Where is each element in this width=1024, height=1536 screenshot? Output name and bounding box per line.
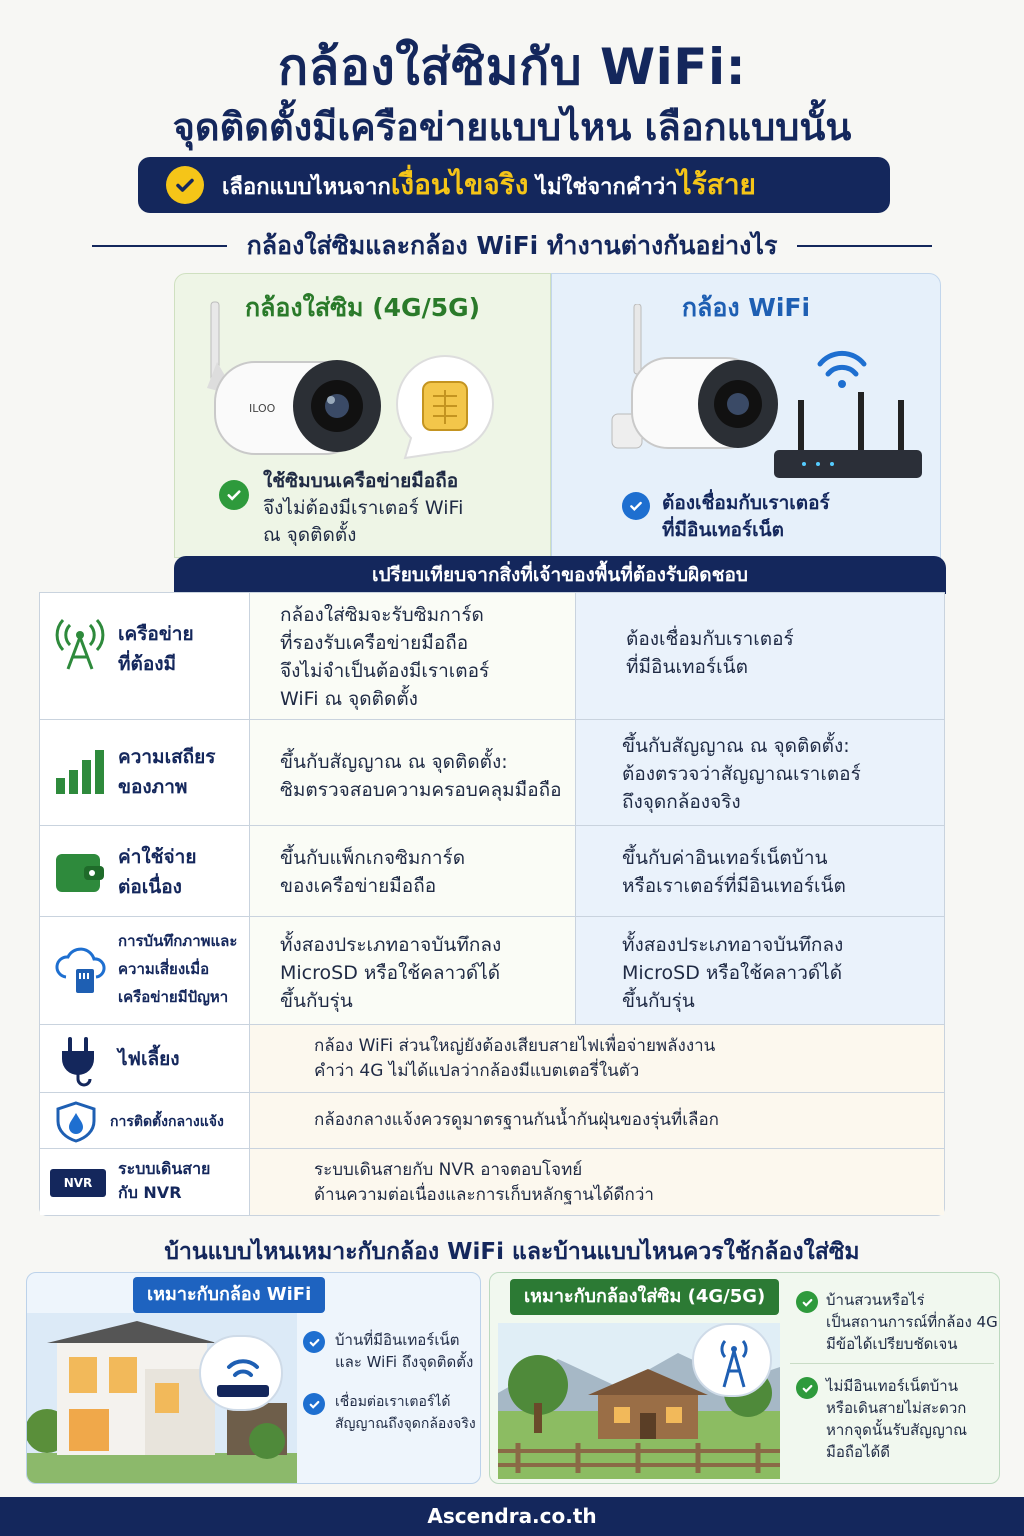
signal-tower-icon — [720, 1340, 748, 1388]
row-label-cell: การติดตั้งกลางแจ้ง — [40, 1093, 250, 1148]
signal-tower-icon — [55, 618, 105, 670]
table-row: ค่าใช้จ่าย ต่อเนื่อง ขึ้นกับแพ็กเกจซิมกา… — [40, 826, 944, 917]
wifi-card-title: กล้อง WiFi — [681, 293, 811, 322]
wifi-card-note: ต้องเชื่อมกับเราเตอร์ ที่มีอินเทอร์เน็ต — [622, 490, 830, 544]
svg-text:ILOO: ILOO — [249, 402, 276, 415]
row-label-cell: การบันทึกภาพและ ความเสี่ยงเมื่อ เครือข่า… — [40, 917, 250, 1024]
sim-card-note: ใช้ซิมบนเครือข่ายมือถือ จึงไม่ต้องมีเราเ… — [219, 468, 463, 549]
sim-suitability-panel: เหมาะกับกล้องใส่ซิม (4G/5G) บ้านสวนหรือไ… — [489, 1272, 1000, 1484]
row-label-cell: ค่าใช้จ่าย ต่อเนื่อง — [40, 826, 250, 916]
row-label-cell: ไฟเลี้ยง — [40, 1025, 250, 1092]
power-plug-icon — [62, 1037, 94, 1087]
wifi-cell: ทั้งสองประเภทอาจบันทึกลง MicroSD หรือใช้… — [576, 917, 944, 1024]
wifi-suitability-panel: เหมาะกับกล้อง WiFi บ้านที่มีอินเทอร์เน็ต… — [26, 1272, 481, 1484]
page-title: กล้องใส่ซิมกับ WiFi: — [277, 38, 747, 96]
sim-camera-card: กล้องใส่ซิม (4G/5G) ILOO ใช้ซิมบนเครือข่… — [174, 273, 551, 558]
wifi-camera-illustration — [611, 304, 922, 478]
merged-cell: กล้องกลางแจ้งควรดูมาตรฐานกันน้ำกันฝุ่นขอ… — [250, 1093, 944, 1148]
sim-cell: กล้องใส่ซิมจะรับซิมการ์ด ที่รองรับเครือข… — [250, 593, 576, 719]
sim-cell: ขึ้นกับสัญญาณ ณ จุดติดตั้ง: ซิมตรวจสอบคว… — [250, 720, 576, 825]
signal-bars-icon — [56, 750, 104, 794]
table-row: การบันทึกภาพและ ความเสี่ยงเมื่อ เครือข่า… — [40, 917, 944, 1025]
wifi-panel-item: เชื่อมต่อเราเตอร์ได้ สัญญาณถึงจุดกล้องจร… — [303, 1391, 476, 1435]
footer-site-link[interactable]: Ascendra.co.th — [0, 1497, 1024, 1536]
wifi-router-icon — [217, 1359, 269, 1397]
merged-cell: ระบบเดินสายกับ NVR อาจตอบโจทย์ ด้านความต… — [250, 1149, 944, 1215]
sim-panel-tag: เหมาะกับกล้องใส่ซิม (4G/5G) — [510, 1279, 780, 1315]
table-row: การติดตั้งกลางแจ้ง กล้องกลางแจ้งควรดูมาต… — [40, 1093, 944, 1149]
waterproof-shield-icon — [56, 1101, 96, 1143]
cloud-storage-icon — [55, 947, 106, 993]
check-icon — [622, 492, 650, 520]
sim-panel-item: บ้านสวนหรือไร่ เป็นสถานการณ์ที่กล้อง 4G … — [796, 1289, 998, 1355]
check-icon — [796, 1291, 818, 1313]
divider — [790, 1363, 994, 1364]
sim-panel-item: ไม่มีอินเทอร์เน็ตบ้าน หรือเดินสายไม่สะดว… — [796, 1375, 967, 1463]
wifi-cell: ต้องเชื่อมกับเราเตอร์ ที่มีอินเทอร์เน็ต — [576, 593, 944, 719]
check-icon — [303, 1393, 325, 1415]
page-subtitle: จุดติดตั้งมีเครือข่ายแบบไหน เลือกแบบนั้น — [172, 105, 852, 149]
router-bubble — [199, 1335, 283, 1411]
section-title: กล้องใส่ซิมและกล้อง WiFi ทำงานต่างกันอย่… — [246, 231, 778, 260]
comparison-banner: เปรียบเทียบจากสิ่งที่เจ้าของพื้นที่ต้องร… — [174, 556, 946, 594]
wallet-icon — [56, 854, 104, 892]
row-label-cell: ความเสถียร ของภาพ — [40, 720, 250, 825]
nvr-icon: NVR — [50, 1169, 106, 1197]
wifi-panel-item: บ้านที่มีอินเทอร์เน็ต และ WiFi ถึงจุดติด… — [303, 1329, 473, 1373]
bottom-section-title: บ้านแบบไหนเหมาะกับกล้อง WiFi และบ้านแบบไ… — [164, 1239, 860, 1265]
check-icon — [796, 1377, 818, 1399]
merged-cell: กล้อง WiFi ส่วนใหญ่ยังต้องเสียบสายไฟเพื่… — [250, 1025, 944, 1092]
divider — [797, 245, 932, 247]
wifi-cell: ขึ้นกับค่าอินเทอร์เน็ตบ้าน หรือเราเตอร์ท… — [576, 826, 944, 916]
check-icon — [303, 1331, 325, 1353]
wifi-camera-card: กล้อง WiFi ต้องเชื่อมกับเราเตอร์ ที่มีอิ… — [551, 273, 941, 558]
wifi-cell: ขึ้นกับสัญญาณ ณ จุดติดตั้ง: ต้องตรวจว่าส… — [576, 720, 944, 825]
check-icon — [219, 480, 249, 510]
table-row: ความเสถียร ของภาพ ขึ้นกับสัญญาณ ณ จุดติด… — [40, 720, 944, 826]
comparison-table: เครือข่าย ที่ต้องมี กล้องใส่ซิมจะรับซิมก… — [39, 592, 945, 1216]
sim-cell: ทั้งสองประเภทอาจบันทึกลง MicroSD หรือใช้… — [250, 917, 576, 1024]
section-heading: กล้องใส่ซิมและกล้อง WiFi ทำงานต่างกันอย่… — [92, 228, 932, 264]
table-row: เครือข่าย ที่ต้องมี กล้องใส่ซิมจะรับซิมก… — [40, 593, 944, 720]
wifi-panel-tag: เหมาะกับกล้อง WiFi — [133, 1277, 326, 1313]
row-label-cell: NVR ระบบเดินสาย กับ NVR — [40, 1149, 250, 1215]
tower-bubble — [692, 1323, 772, 1397]
sim-card-title: กล้องใส่ซิม (4G/5G) — [244, 293, 481, 322]
table-row: ไฟเลี้ยง กล้อง WiFi ส่วนใหญ่ยังต้องเสียบ… — [40, 1025, 944, 1093]
row-label-cell: เครือข่าย ที่ต้องมี — [40, 593, 250, 719]
tagline-banner: เลือกแบบไหนจากเงื่อนไขจริง ไม่ใช่จากคำว่… — [138, 157, 890, 213]
tagline-text: เลือกแบบไหนจากเงื่อนไขจริง ไม่ใช่จากคำว่… — [222, 168, 756, 201]
table-row: NVR ระบบเดินสาย กับ NVR ระบบเดินสายกับ N… — [40, 1149, 944, 1215]
sim-cell: ขึ้นกับแพ็กเกจซิมการ์ด ของเครือข่ายมือถื… — [250, 826, 576, 916]
sim-camera-illustration: ILOO — [207, 301, 494, 460]
divider — [92, 245, 227, 247]
check-icon — [166, 166, 204, 204]
